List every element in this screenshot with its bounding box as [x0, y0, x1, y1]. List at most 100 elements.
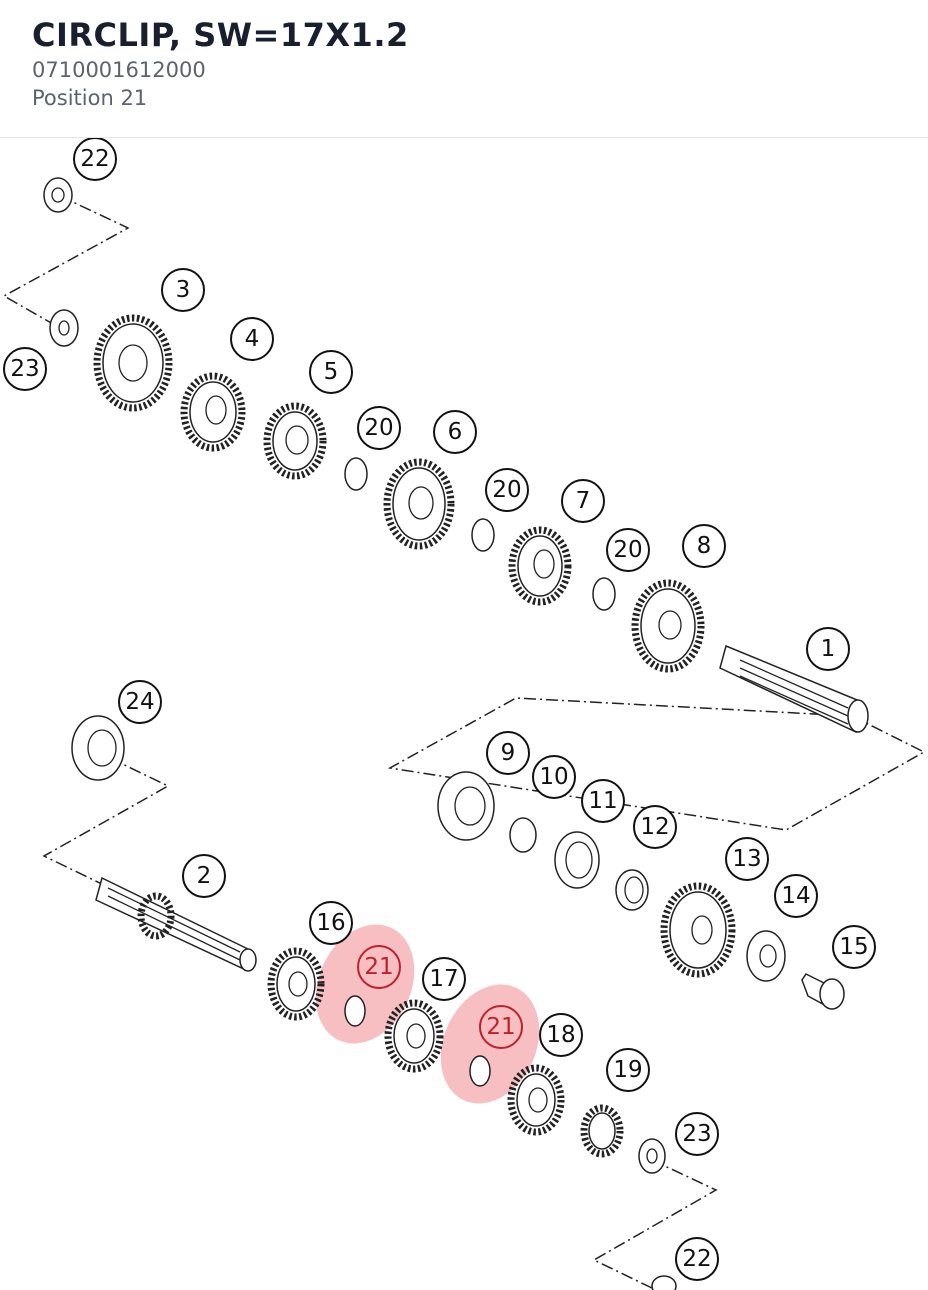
callout-20[interactable]: 20	[485, 468, 529, 512]
callout-4[interactable]: 4	[230, 317, 274, 361]
callout-15[interactable]: 15	[832, 925, 876, 969]
leader-line	[387, 697, 926, 831]
gear-8	[631, 579, 705, 673]
main-shaft-1	[719, 644, 869, 734]
svg-text:9: 9	[501, 740, 516, 766]
callout-20[interactable]: 20	[357, 406, 401, 450]
gear-7	[508, 526, 572, 606]
svg-text:21: 21	[364, 954, 393, 980]
callout-3[interactable]: 3	[161, 268, 205, 312]
callout-8[interactable]: 8	[682, 524, 726, 568]
svg-text:2: 2	[197, 863, 212, 889]
svg-text:1: 1	[821, 636, 836, 662]
leader-lines	[2, 195, 926, 1289]
spacer-12	[615, 869, 649, 911]
highlight-glow	[315, 924, 415, 1044]
callout-22[interactable]: 22	[73, 138, 117, 181]
circlip-20	[592, 577, 616, 611]
callout-14[interactable]: 14	[774, 874, 818, 918]
bushing-22	[43, 177, 73, 213]
nut-15	[801, 973, 845, 1010]
callout-7[interactable]: 7	[561, 479, 605, 523]
callout-16[interactable]: 16	[309, 901, 353, 945]
gear-18	[507, 1064, 565, 1136]
svg-text:22: 22	[80, 146, 109, 172]
callout-9[interactable]: 9	[486, 731, 530, 775]
callout-17[interactable]: 17	[422, 957, 466, 1001]
callout-11[interactable]: 11	[581, 779, 625, 823]
sprocket-13	[660, 882, 736, 978]
svg-text:21: 21	[486, 1014, 515, 1040]
callout-22[interactable]: 22	[675, 1237, 719, 1281]
gear-5	[263, 402, 327, 480]
svg-text:20: 20	[364, 415, 393, 441]
svg-text:14: 14	[781, 883, 810, 909]
callout-6[interactable]: 6	[433, 410, 477, 454]
gear-17	[384, 999, 444, 1073]
part-title: CIRCLIP, SW=17X1.2	[32, 16, 409, 54]
ring-10	[509, 817, 537, 853]
counter-shaft-2	[95, 876, 257, 972]
svg-text:6: 6	[448, 419, 463, 445]
svg-text:18: 18	[546, 1022, 575, 1048]
svg-text:16: 16	[316, 910, 345, 936]
callout-5[interactable]: 5	[309, 350, 353, 394]
bushing-22	[651, 1275, 677, 1290]
svg-text:22: 22	[682, 1246, 711, 1272]
seal-11	[554, 831, 600, 889]
part-drawings	[43, 177, 869, 1290]
gear-19	[580, 1104, 624, 1158]
svg-text:15: 15	[839, 934, 868, 960]
gear-3	[93, 314, 173, 412]
svg-text:4: 4	[245, 326, 260, 352]
svg-text:10: 10	[539, 764, 568, 790]
circlip-21	[344, 995, 366, 1027]
svg-text:20: 20	[613, 537, 642, 563]
svg-text:20: 20	[492, 477, 521, 503]
callout-1[interactable]: 1	[806, 627, 850, 671]
gear-4	[180, 372, 246, 452]
leader-line	[592, 1159, 718, 1289]
bearing-9	[437, 771, 495, 841]
part-number: 0710001612000	[32, 58, 206, 82]
svg-text:12: 12	[640, 814, 669, 840]
callout-19[interactable]: 19	[606, 1048, 650, 1092]
callout-23[interactable]: 23	[675, 1112, 719, 1156]
gear-6	[383, 458, 455, 550]
leader-line	[42, 757, 170, 889]
washer-23	[638, 1138, 666, 1174]
callout-24[interactable]: 24	[118, 680, 162, 724]
callout-21-highlighted[interactable]: 21	[479, 1005, 523, 1049]
gear-16	[267, 947, 325, 1021]
callout-21-highlighted[interactable]: 21	[357, 945, 401, 989]
callouts: 22 3 4 23 5 20 6 20 7 20 8 1 24 9 10 11 …	[3, 138, 876, 1281]
svg-text:7: 7	[576, 488, 591, 514]
svg-text:19: 19	[613, 1057, 642, 1083]
position-label: Position 21	[32, 86, 148, 110]
svg-text:23: 23	[682, 1121, 711, 1147]
washer-23	[49, 309, 79, 347]
leader-line	[2, 195, 130, 329]
svg-text:23: 23	[10, 356, 39, 382]
svg-text:3: 3	[176, 277, 191, 303]
circlip-20	[471, 518, 495, 552]
part-header: CIRCLIP, SW=17X1.2 0710001612000 Positio…	[0, 0, 928, 138]
svg-text:13: 13	[732, 846, 761, 872]
svg-text:17: 17	[429, 966, 458, 992]
callout-20[interactable]: 20	[606, 528, 650, 572]
circlip-21	[469, 1055, 491, 1087]
svg-text:5: 5	[324, 359, 339, 385]
bearing-24	[71, 715, 125, 781]
exploded-parts-diagram: 22 3 4 23 5 20 6 20 7 20 8 1 24 9 10 11 …	[2, 138, 926, 1290]
washer-14	[746, 930, 786, 982]
svg-text:11: 11	[588, 788, 617, 814]
circlip-20	[344, 457, 368, 491]
callout-10[interactable]: 10	[532, 755, 576, 799]
callout-13[interactable]: 13	[725, 837, 769, 881]
svg-text:24: 24	[125, 689, 154, 715]
callout-23[interactable]: 23	[3, 347, 47, 391]
callout-2[interactable]: 2	[182, 854, 226, 898]
callout-12[interactable]: 12	[633, 805, 677, 849]
callout-18[interactable]: 18	[539, 1013, 583, 1057]
svg-text:8: 8	[697, 533, 712, 559]
